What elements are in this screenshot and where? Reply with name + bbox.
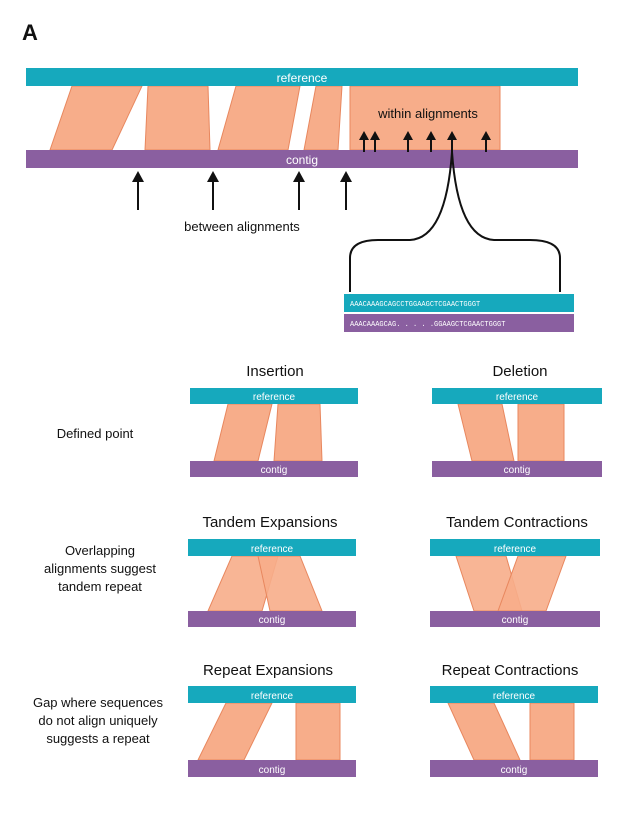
seq-reference-bar — [344, 294, 574, 312]
alignment-block — [273, 403, 323, 462]
within-arrows — [359, 131, 491, 152]
panel-title: Tandem Contractions — [446, 514, 588, 531]
alignment-block — [217, 85, 301, 151]
seq-reference: AAACAAAGCAGCCTGGAAGCTCGAACTGGGT — [350, 301, 480, 309]
contig-label: contig — [502, 615, 529, 626]
within-alignments-label: within alignments — [377, 106, 478, 121]
contig-label: contig — [501, 765, 528, 776]
panel-tandem-contractions: Tandem Contractions reference contig — [430, 514, 600, 627]
reference-bar — [430, 686, 598, 703]
alignment-block — [295, 702, 341, 761]
reference-bar — [26, 68, 578, 86]
reference-bar — [190, 388, 358, 404]
svg-text:Gap where sequences: Gap where sequences — [33, 695, 164, 710]
panel-title: Repeat Expansions — [203, 662, 333, 679]
alignment-block — [529, 702, 575, 761]
svg-text:do not align uniquely: do not align uniquely — [38, 713, 158, 728]
reference-label: reference — [253, 392, 296, 403]
alignment-block — [457, 403, 515, 462]
alignment-block — [257, 555, 323, 612]
reference-bar — [432, 388, 602, 404]
row-label-defined: Defined point — [57, 426, 134, 441]
contig-label: contig — [286, 153, 318, 167]
panel-title: Tandem Expansions — [202, 514, 337, 531]
svg-text:Defined point: Defined point — [57, 426, 134, 441]
between-alignments-label: between alignments — [184, 219, 300, 234]
contig-bar — [432, 461, 602, 477]
reference-label: reference — [493, 691, 536, 702]
contig-label: contig — [261, 465, 288, 476]
contig-bar — [188, 611, 356, 627]
seq-contig-bar — [344, 314, 574, 332]
row-label-repeat: Gap where sequences do not align uniquel… — [33, 695, 164, 746]
panel-repeat-expansions: Repeat Expansions reference contig — [188, 662, 356, 777]
panel-label: A — [22, 20, 38, 45]
between-arrows — [132, 171, 352, 210]
alignment-block — [144, 85, 211, 151]
svg-text:suggests a repeat: suggests a repeat — [46, 731, 150, 746]
contig-bar — [26, 150, 578, 168]
svg-text:alignments suggest: alignments suggest — [44, 561, 156, 576]
contig-bar — [430, 611, 600, 627]
alignment-block — [197, 702, 273, 761]
contig-bar — [430, 760, 598, 777]
alignment-block — [517, 403, 565, 462]
contig-label: contig — [504, 465, 531, 476]
contig-label: contig — [259, 615, 286, 626]
reference-label: reference — [494, 544, 537, 555]
reference-bar — [430, 539, 600, 556]
panel-deletion: Deletion reference contig — [432, 363, 602, 477]
reference-label: reference — [277, 71, 328, 85]
contig-bar — [190, 461, 358, 477]
svg-text:Overlapping: Overlapping — [65, 543, 135, 558]
panel-title: Insertion — [246, 363, 304, 380]
alignment-block — [49, 85, 143, 151]
zoom-bracket — [349, 151, 561, 292]
contig-bar — [188, 760, 356, 777]
alignment-block — [213, 403, 273, 462]
panel-title: Deletion — [492, 363, 547, 380]
svg-text:tandem repeat: tandem repeat — [58, 579, 142, 594]
panel-tandem-expansions: Tandem Expansions reference contig — [188, 514, 356, 627]
panel-title: Repeat Contractions — [442, 662, 579, 679]
reference-label: reference — [251, 544, 294, 555]
alignment-block — [447, 702, 521, 761]
reference-bar — [188, 686, 356, 703]
contig-label: contig — [259, 765, 286, 776]
row-label-tandem: Overlapping alignments suggest tandem re… — [44, 543, 156, 594]
alignment-block — [303, 85, 343, 151]
seq-contig: AAACAAAGCAG. . . . .GGAAGCTCGAACTGGGT — [350, 321, 505, 329]
panel-insertion: Insertion reference contig — [190, 363, 358, 477]
top-overview: reference contig within alignments betwe… — [26, 68, 578, 332]
panel-repeat-contractions: Repeat Contractions reference contig — [430, 662, 598, 777]
reference-bar — [188, 539, 356, 556]
reference-label: reference — [496, 392, 539, 403]
reference-label: reference — [251, 691, 294, 702]
